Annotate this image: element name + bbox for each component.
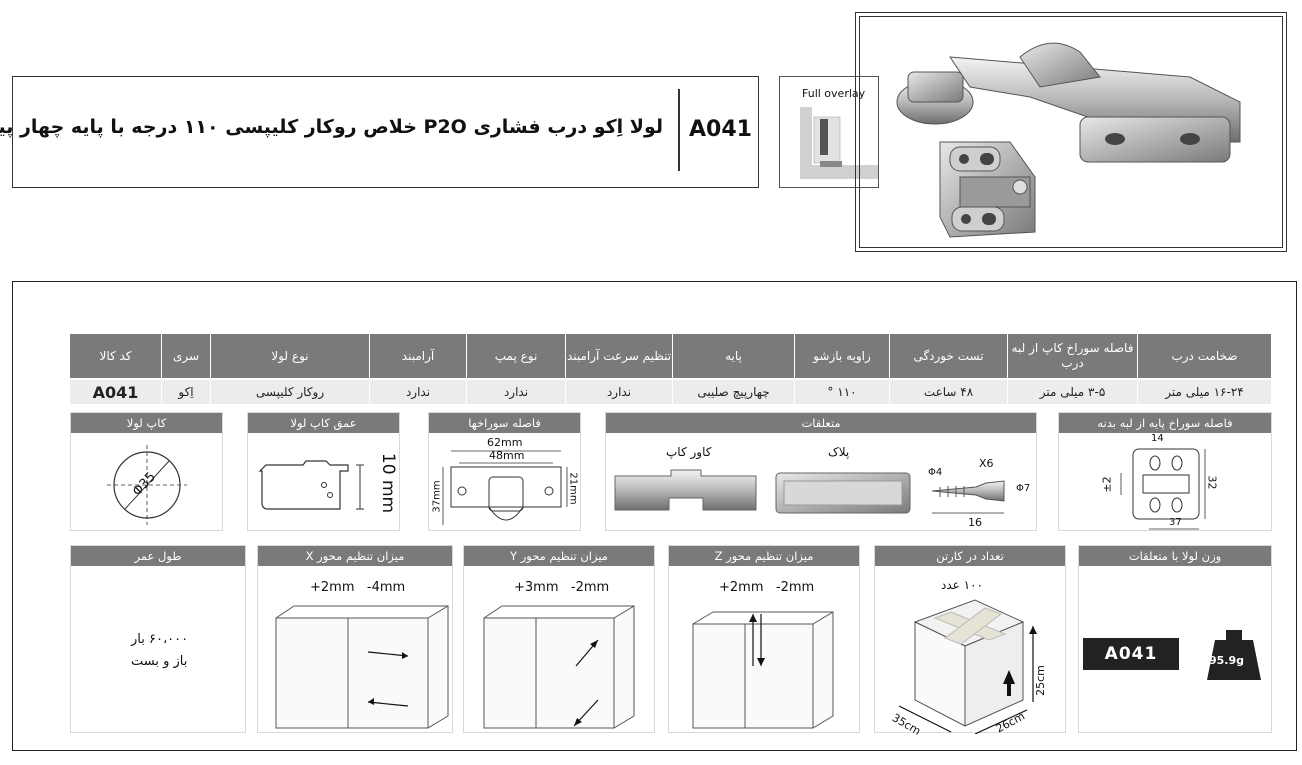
td-base: چهارپیچ صلیبی [673,380,795,404]
panel-adjust-z: میزان تنظیم محور Z +2mm -2mm [668,545,860,733]
td-hinge-type: روکار کلیپسی [211,380,370,404]
product-photo-frame [855,12,1287,252]
title-box: لولا اِکو درب فشاری P2O خلاص روکار کلیپس… [0,76,759,188]
td-opening-angle: ۱۱۰ ° [795,380,890,404]
panel-cup-title: کاپ لولا [71,413,222,433]
base-dim-32: 32 [1205,475,1219,490]
adjust-y-values: +3mm -2mm [514,580,610,595]
th-cup-hole-distance: فاصله سوراخ کاپ از لبه درب [1008,334,1138,378]
th-door-thickness: ضخامت درب [1138,334,1272,378]
panel-adjust-z-title: میزان تنظیم محور Z [669,546,859,566]
plaque-label: پلاک [828,445,850,459]
th-series: سری [162,334,211,378]
th-corrosion-test: تست خوردگی [890,334,1008,378]
cabinet-z-drawing [692,611,834,729]
carton-dim-25: 25cm [1033,665,1047,696]
adjust-x-values: +2mm -4mm [310,580,406,595]
panel-adjust-x: میزان تنظیم محور X +2mm -4mm [257,545,453,733]
panel-accessories-title: متعلقات [606,413,1036,433]
cup-depth-drawing [258,460,364,510]
panel-holes: فاصله سوراخها 62mm 48mm 21mm 37mm [428,412,581,531]
carton-count: ۱۰۰ عدد [941,578,983,592]
weight-value: 95.9g [1209,654,1245,667]
th-hinge-type: نوع لولا [211,334,370,378]
product-title: لولا اِکو درب فشاری P2O خلاص روکار کلیپس… [0,116,663,138]
overlay-drawing [800,107,878,179]
screw-d2: Φ7 [1016,483,1031,494]
weight-icon [1207,630,1261,680]
panel-holes-title: فاصله سوراخها [429,413,580,433]
td-door-thickness: ۱۶-۲۴ میلی متر [1138,380,1272,404]
base-dim-14: 14 [1151,433,1164,444]
cap-cover-label: کاور کاپ [666,445,712,459]
base-dim-37: 37 [1169,517,1182,528]
td-cup-hole-distance: ۳-۵ میلی متر [1008,380,1138,404]
td-series: اِکو [162,380,211,404]
hinge-photo [896,42,1241,238]
td-product-code: A041 [70,380,162,404]
panel-base-distance: فاصله سوراخ پایه از لبه بدنه 14 ±2 32 37 [1058,412,1272,531]
cap-cover-drawing [614,469,757,511]
title-separator [678,89,680,171]
panel-adjust-y-title: میزان تنظیم محور Y [464,546,654,566]
th-opening-angle: زاویه بازشو [795,334,890,378]
panel-adjust-x-title: میزان تنظیم محور X [258,546,452,566]
overlay-diagram: Full overlay [779,76,879,188]
panel-life-title: طول عمر [71,546,245,566]
panel-adjust-y: میزان تنظیم محور Y +3mm -2mm [463,545,655,733]
cabinet-x-drawing [275,605,449,729]
cup-drawing [107,445,187,525]
panel-weight: وزن لولا با متعلقات A041 95.9g [1078,545,1272,733]
th-base: پایه [673,334,795,378]
th-product-code: کد کالا [70,334,162,378]
panel-cup-depth: عمق کاپ لولا 10 mm [247,412,400,531]
life-cycles-unit: باز و بست [131,654,188,669]
adjust-z-values: +2mm -2mm [719,580,815,595]
panel-carton-title: تعداد در کارتن [875,546,1065,566]
td-soft-close: ندارد [370,380,467,404]
holes-dim-48: 48mm [489,449,525,462]
td-soft-close-speed: ندارد [566,380,673,404]
td-corrosion-test: ۴۸ ساعت [890,380,1008,404]
holes-drawing [442,450,568,525]
panel-weight-title: وزن لولا با متعلقات [1079,546,1271,566]
screw-drawing [931,480,1005,514]
product-code: A041 [689,117,752,142]
holes-dim-37: 37mm [431,480,443,513]
holes-dim-21: 21mm [567,472,579,505]
cabinet-y-drawing [483,605,635,729]
th-soft-close: آرامبند [370,334,467,378]
th-pump-type: نوع پمپ [467,334,566,378]
panel-cup-depth-title: عمق کاپ لولا [248,413,399,433]
panel-base-distance-title: فاصله سوراخ پایه از لبه بدنه [1059,413,1271,433]
base-plate-drawing [1120,448,1206,530]
screw-length: 16 [968,516,982,529]
screw-d1: Φ4 [928,467,943,478]
screw-count: X6 [979,457,994,470]
plaque-drawing [775,472,911,514]
panel-carton: تعداد در کارتن ۱۰۰ عدد 35cm 26cm 25cm [874,545,1066,738]
panel-life: طول عمر ۶۰،۰۰۰ بار باز و بست [70,545,246,733]
overlay-label: Full overlay [802,87,866,100]
holes-dim-62: 62mm [487,436,523,449]
panel-cup: کاپ لولا Φ35 [70,412,223,531]
spec-frame [12,281,1297,751]
weight-product-code: A041 [1083,638,1179,670]
base-dim-2: ±2 [1100,476,1114,493]
td-pump-type: ندارد [467,380,566,404]
panel-accessories: متعلقات کاور کاپ پلاک X6 Φ4 Φ7 16 [605,412,1037,531]
life-cycles: ۶۰،۰۰۰ بار [131,632,189,647]
carton-drawing [898,599,1037,734]
th-soft-close-speed: تنظیم سرعت آرامبند [566,334,673,378]
cup-depth-value: 10 mm [378,452,399,514]
